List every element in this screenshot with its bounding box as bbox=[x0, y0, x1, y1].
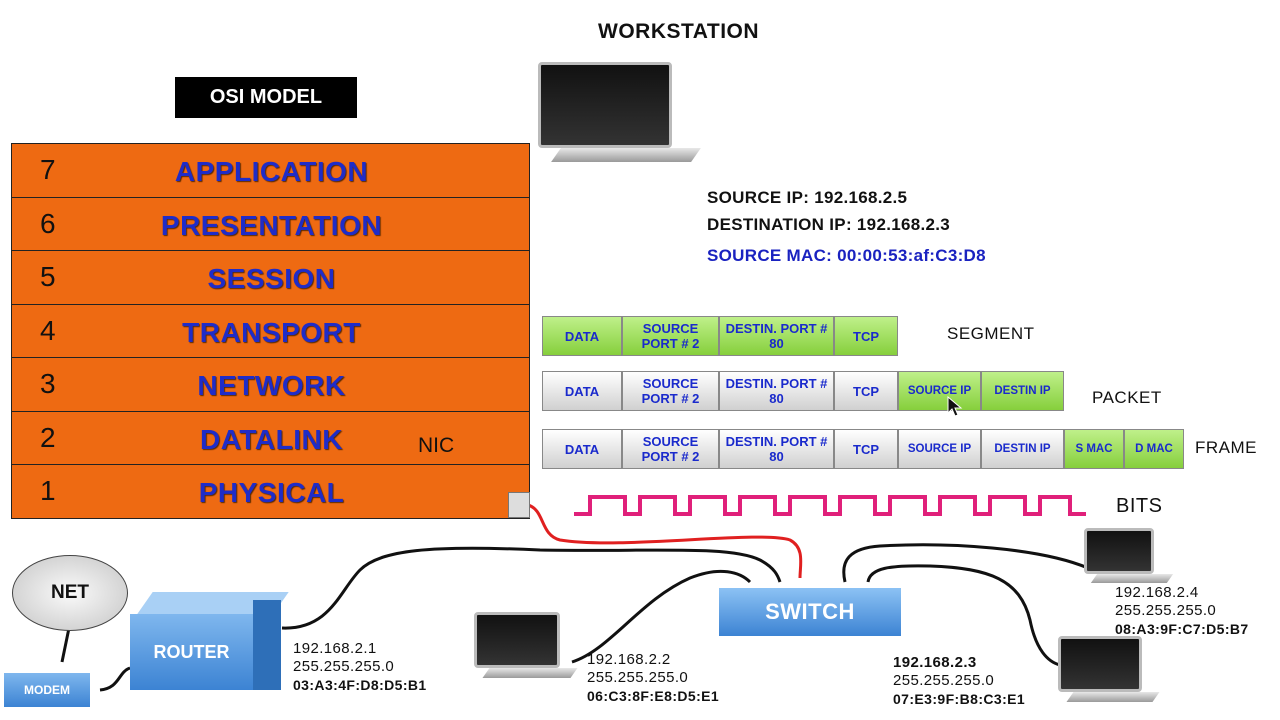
internet-cloud-icon: NET bbox=[12, 555, 128, 631]
host2-switch-cable bbox=[571, 569, 752, 664]
frame-cell: SOURCE IP bbox=[898, 429, 981, 469]
modem-router-cable bbox=[99, 666, 131, 692]
layer-number: 1 bbox=[40, 475, 56, 506]
packet-cell: DATA bbox=[542, 371, 622, 411]
packet-cell: TCP bbox=[834, 371, 898, 411]
host4-mac: 08:A3:9F:C7:D5:B7 bbox=[1115, 621, 1249, 637]
host4-mask: 255.255.255.0 bbox=[1115, 602, 1217, 619]
net-modem-cable bbox=[60, 627, 71, 663]
host3-address-info: 192.168.2.3 255.255.255.0 07:E3:9F:B8:C3… bbox=[893, 654, 1025, 708]
host3-ip: 192.168.2.3 bbox=[893, 654, 977, 671]
packet-cell: DESTIN. PORT # 80 bbox=[719, 371, 834, 411]
osi-layer-stack: 7 APPLICATION 6 PRESENTATION 5 SESSION 4… bbox=[11, 143, 530, 519]
destination-ip-text: DESTINATION IP: 192.168.2.3 bbox=[707, 215, 951, 234]
frame-cell: SOURCE PORT # 2 bbox=[622, 429, 719, 469]
host3-switch-cable bbox=[866, 564, 1061, 667]
router-side-face bbox=[253, 600, 281, 690]
frame-label: FRAME bbox=[1195, 438, 1257, 457]
host3-mac: 07:E3:9F:B8:C3:E1 bbox=[893, 691, 1026, 707]
layer-name: NETWORK bbox=[197, 370, 346, 401]
segment-row: DATA SOURCE PORT # 2 DESTIN. PORT # 80 T… bbox=[542, 316, 898, 356]
layer-name: DATALINK bbox=[200, 423, 343, 455]
host4-address-info: 192.168.2.4 255.255.255.0 08:A3:9F:C7:D5… bbox=[1115, 584, 1249, 638]
layer-physical: 1 PHYSICAL bbox=[11, 464, 530, 519]
layer-name: TRANSPORT bbox=[182, 316, 361, 348]
router-address-info: 192.168.2.1 255.255.255.0 03:A3:4F:D8:D5… bbox=[293, 640, 427, 694]
host4-switch-cable bbox=[842, 543, 1089, 583]
host3-mask: 255.255.255.0 bbox=[893, 672, 995, 689]
host2-address-info: 192.168.2.2 255.255.255.0 06:C3:8F:E8:D5… bbox=[587, 651, 719, 705]
layer-presentation: 6 PRESENTATION bbox=[11, 196, 530, 250]
layer-name: PRESENTATION bbox=[160, 209, 383, 241]
frame-cell: DATA bbox=[542, 429, 622, 469]
segment-cell: SOURCE PORT # 2 bbox=[622, 316, 719, 356]
source-mac-text: SOURCE MAC: 00:00:53:af:C3:D8 bbox=[707, 246, 986, 265]
layer-number: 3 bbox=[40, 368, 56, 399]
frame-cell: DESTIN IP bbox=[981, 429, 1064, 469]
segment-cell: DESTIN. PORT # 80 bbox=[719, 316, 834, 356]
source-ip-text: SOURCE IP: 192.168.2.5 bbox=[707, 188, 908, 207]
network-port-icon bbox=[508, 492, 530, 518]
layer-name: SESSION bbox=[207, 263, 336, 294]
bits-label: BITS bbox=[1116, 495, 1163, 517]
layer-number: 7 bbox=[40, 154, 56, 185]
nic-label: NIC bbox=[418, 434, 455, 457]
segment-cell: DATA bbox=[542, 316, 622, 356]
layer-application: 7 APPLICATION bbox=[11, 143, 530, 197]
router-mask: 255.255.255.0 bbox=[293, 658, 395, 675]
layer-network: 3 NETWORK bbox=[11, 357, 530, 411]
host2-mac: 06:C3:8F:E8:D5:E1 bbox=[587, 688, 720, 704]
layer-session: 5 SESSION bbox=[11, 250, 530, 304]
router-mac: 03:A3:4F:D8:D5:B1 bbox=[293, 677, 427, 693]
layer-number: 5 bbox=[40, 261, 56, 292]
router-device: ROUTER bbox=[130, 614, 253, 690]
layer-datalink: 2 DATALINK bbox=[11, 410, 530, 464]
layer-number: 6 bbox=[40, 207, 56, 239]
page-title: WORKSTATION bbox=[598, 20, 760, 43]
switch-device: SWITCH bbox=[719, 588, 901, 636]
layer-number: 2 bbox=[40, 421, 56, 453]
frame-cell: S MAC bbox=[1064, 429, 1124, 469]
router-ip: 192.168.2.1 bbox=[293, 640, 377, 657]
layer-transport: 4 TRANSPORT bbox=[11, 303, 530, 357]
host2-mask: 255.255.255.0 bbox=[587, 669, 689, 686]
mouse-cursor-icon bbox=[947, 396, 963, 417]
packet-cell: DESTIN IP bbox=[981, 371, 1064, 411]
packet-label: PACKET bbox=[1092, 388, 1162, 407]
layer-name: PHYSICAL bbox=[198, 477, 345, 508]
workstation-cable bbox=[527, 503, 803, 579]
frame-cell: TCP bbox=[834, 429, 898, 469]
packet-row: DATA SOURCE PORT # 2 DESTIN. PORT # 80 T… bbox=[542, 371, 1064, 411]
frame-cell: DESTIN. PORT # 80 bbox=[719, 429, 834, 469]
frame-cell: D MAC bbox=[1124, 429, 1184, 469]
segment-cell: TCP bbox=[834, 316, 898, 356]
host2-ip: 192.168.2.2 bbox=[587, 651, 671, 668]
layer-number: 4 bbox=[40, 314, 56, 346]
osi-model-title: OSI MODEL bbox=[175, 77, 357, 118]
frame-row: DATA SOURCE PORT # 2 DESTIN. PORT # 80 T… bbox=[542, 429, 1184, 469]
layer-name: APPLICATION bbox=[174, 156, 369, 187]
packet-cell: SOURCE IP bbox=[898, 371, 981, 411]
host4-ip: 192.168.2.4 bbox=[1115, 584, 1199, 601]
modem-device: MODEM bbox=[4, 673, 90, 707]
segment-label: SEGMENT bbox=[947, 324, 1035, 343]
router-switch-cable bbox=[281, 546, 782, 630]
bits-waveform bbox=[574, 495, 1086, 516]
packet-cell: SOURCE PORT # 2 bbox=[622, 371, 719, 411]
